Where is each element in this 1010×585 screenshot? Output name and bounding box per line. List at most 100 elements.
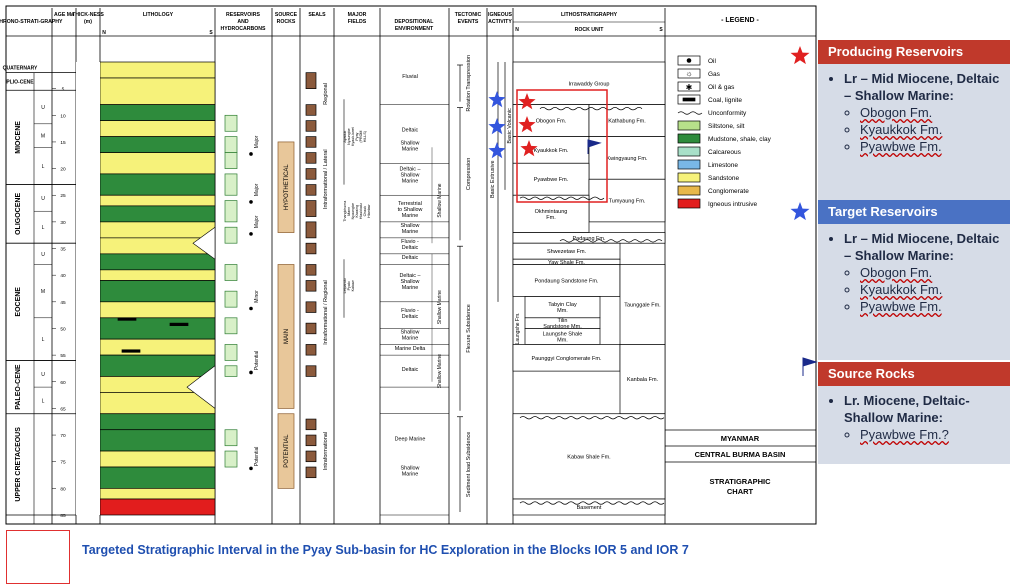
age-label: 80 — [60, 486, 66, 492]
igneous-label: Basic Extrusive — [490, 160, 496, 198]
seal-box — [305, 72, 317, 89]
rock-unit-name: Okhmintaung — [535, 209, 568, 215]
subdivision-label: U — [41, 105, 45, 111]
reservoir-label: Major — [254, 215, 260, 228]
dep-env-label: Shallow — [401, 223, 420, 229]
column-header: ENVIRONMENT — [395, 26, 434, 32]
column-header: FIELDS — [348, 19, 367, 25]
unconformity-icon — [677, 111, 703, 115]
dep-env-label: Terrestrial — [398, 201, 422, 207]
target-item: Kyaukkok Fm. — [860, 281, 1002, 298]
subdivision-label: U — [41, 372, 45, 378]
dep-env-label: Shallow — [401, 329, 420, 335]
reservoir-label: Potential — [254, 447, 260, 466]
rock-unit-name: Paunggyi Conglomerate Fm. — [531, 356, 601, 362]
hydrocarbon-marker — [249, 370, 253, 375]
legend-label: Sandstone — [708, 175, 739, 182]
target-panel: Target Reservoirs Lr – Mid Miocene, Delt… — [818, 200, 1010, 360]
lithology-band — [99, 77, 216, 105]
age-label: 60 — [60, 380, 66, 386]
legend-label: Unconformity — [708, 110, 747, 117]
producing-title: Producing Reservoirs — [818, 40, 1010, 64]
lithology-band — [99, 253, 216, 271]
region-label: MYANMAR — [721, 434, 760, 443]
column-header: SOURCE — [275, 12, 298, 18]
coal-bed — [121, 349, 141, 353]
rock-unit-cell — [512, 413, 666, 500]
rock-unit-name: Kabaw Shale Fm. — [567, 454, 611, 460]
dep-env-label: Marine — [402, 146, 418, 152]
reservoir-box — [224, 344, 238, 361]
major-field-name: Kiwaing — [355, 205, 359, 218]
source-rock-bar — [277, 264, 295, 409]
seal-label: Intraformational — [323, 432, 329, 470]
rock-unit-name: Obogon Fm. — [536, 119, 567, 125]
age-label: 85 — [60, 513, 66, 519]
column-header: TECTONIC — [455, 12, 482, 18]
legend-swatch — [677, 146, 701, 157]
seal-label: Intraformational / Lateral — [323, 149, 329, 209]
lithology-band — [99, 338, 216, 356]
column-header: SEALS — [308, 12, 326, 18]
legend-swatch — [677, 198, 701, 209]
source-flag-icon — [587, 139, 602, 154]
footer-caption: Targeted Stratigraphic Interval in the P… — [82, 543, 689, 557]
unconformity-line — [519, 416, 665, 420]
column-header: N — [515, 27, 519, 33]
unconformity-line — [519, 501, 665, 505]
reservoir-box — [224, 429, 238, 447]
source-rock-label: MAIN — [284, 329, 290, 344]
seal-box — [305, 242, 317, 255]
rock-unit-name: Pondaung Sandstone Fm. — [535, 279, 599, 285]
reservoir-box — [224, 365, 238, 377]
rock-unit-cell — [512, 344, 621, 372]
column-header: RESERVOIRS — [226, 12, 260, 18]
age-label: 10 — [60, 113, 66, 119]
age-label: 20 — [60, 167, 66, 173]
dep-env-label: Marine — [402, 335, 418, 341]
coal-bed — [117, 317, 137, 321]
seal-box — [305, 168, 317, 180]
hydrocarbon-marker — [249, 466, 253, 471]
legend-swatch — [677, 133, 701, 144]
unconformity-line — [519, 196, 605, 200]
major-field-name: Hlaukkalu — [359, 203, 363, 219]
lithology-band — [99, 173, 216, 196]
column-header: DEPOSITIONAL — [395, 19, 435, 25]
dep-env-label: Deltaic — [402, 367, 419, 373]
column-header: N — [102, 30, 106, 36]
target-star-icon — [488, 142, 506, 159]
producing-star-icon — [520, 140, 538, 157]
column-header: S — [659, 27, 663, 33]
rock-unit-name: Irrawaddy Group — [569, 81, 610, 87]
dep-env-label: Marine — [402, 471, 418, 477]
rock-unit-name: Padaung Fm. — [572, 236, 605, 242]
lithology-band — [99, 269, 216, 281]
legend-swatch — [677, 172, 701, 183]
reservoir-box — [224, 450, 238, 468]
column-header: S — [209, 30, 213, 36]
gas-icon: ☼ — [685, 69, 692, 78]
producing-item: Kyaukkok Fm. — [860, 121, 1002, 138]
subdivision-label: L — [42, 164, 45, 170]
age-label: 55 — [60, 353, 66, 359]
producing-star-icon — [790, 46, 810, 65]
source-main: Lr. Miocene, Deltaic-Shallow Marine: — [844, 392, 1002, 426]
thickness-column — [76, 62, 100, 515]
seal-box — [305, 264, 317, 276]
seal-box — [305, 280, 317, 292]
rock-unit-name: Mm. — [557, 308, 568, 314]
column-header: ROCKS — [277, 19, 296, 25]
lithology-band — [99, 354, 216, 377]
subdivision-label: U — [41, 252, 45, 258]
column-header: LITHOLOGY — [143, 12, 174, 18]
rock-unit-cell — [619, 344, 666, 415]
reservoir-box — [224, 226, 238, 244]
lithology-notch — [186, 365, 216, 410]
dep-env-label: Marine — [402, 213, 418, 219]
source-item: Pyawbwe Fm.? — [860, 426, 1002, 443]
column-header: CHRONO-STRATI-GRAPHY — [0, 19, 63, 25]
dep-env-label: Fluvio - — [401, 239, 419, 245]
age-label: 25 — [60, 193, 66, 199]
target-title: Target Reservoirs — [818, 200, 1010, 224]
